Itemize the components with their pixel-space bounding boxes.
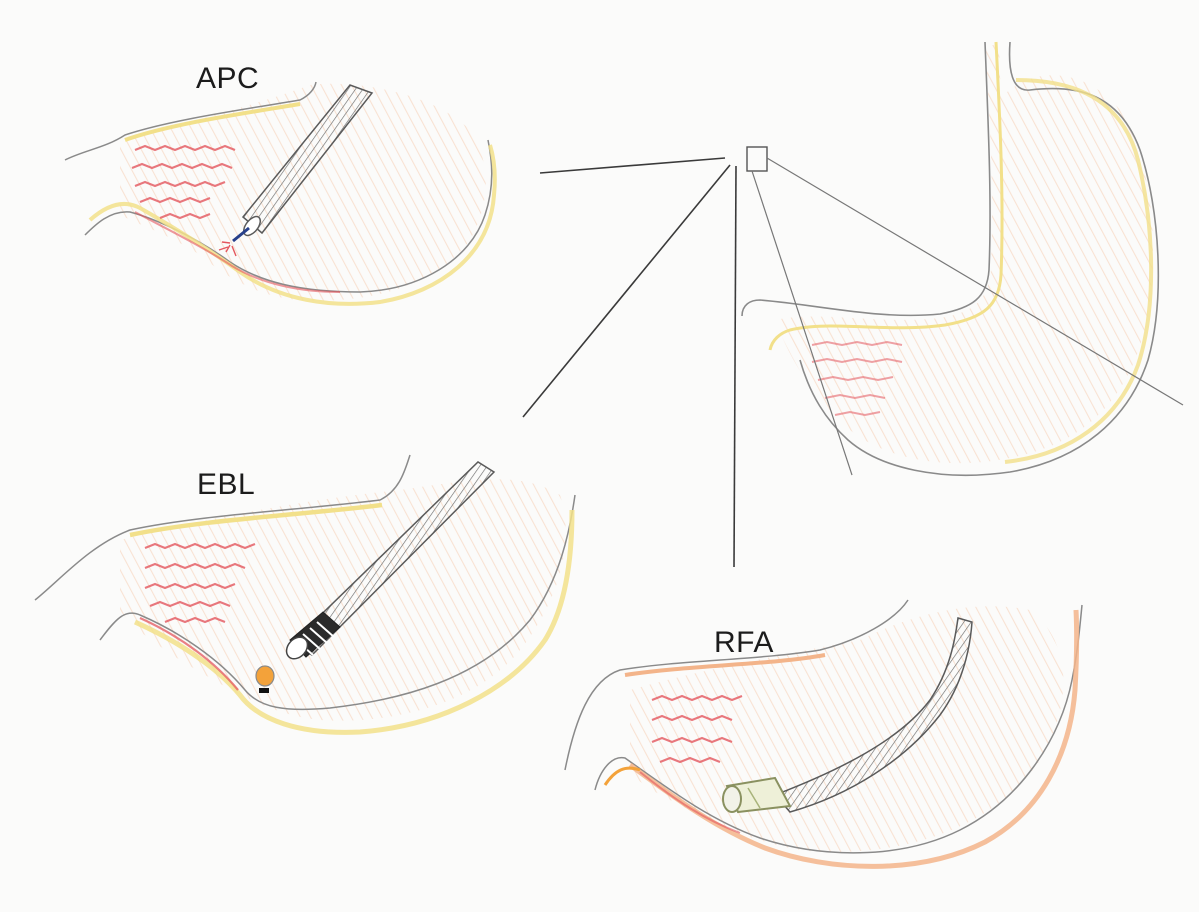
stomach-wall-fill — [775, 45, 1153, 463]
stomach-overview — [742, 42, 1158, 475]
apc-panel — [65, 82, 495, 304]
connector-to-ebl — [523, 165, 730, 417]
apc-tissue-fill — [120, 84, 486, 301]
zoom-box — [747, 147, 767, 171]
rfa-tissue-fill — [630, 606, 1063, 852]
connector-to-rfa — [734, 166, 736, 567]
ebl-label: EBL — [197, 468, 255, 502]
stomach-inner-line — [770, 42, 1002, 350]
stomach-outer-line — [742, 42, 990, 316]
apc-label: APC — [196, 62, 259, 96]
rfa-label: RFA — [714, 626, 774, 660]
ebl-panel — [35, 455, 575, 732]
rfa-panel — [565, 600, 1082, 866]
connector-to-apc — [540, 158, 725, 173]
